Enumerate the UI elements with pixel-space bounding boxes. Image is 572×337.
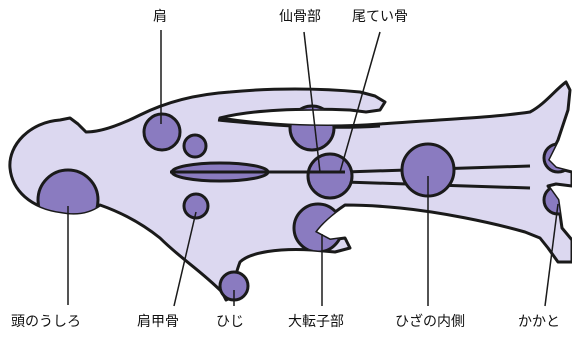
label-inner-knee: ひざの内側 (395, 314, 465, 330)
sacrum-spot (308, 154, 352, 198)
shoulder-spot (144, 114, 180, 150)
label-scapula: 肩甲骨 (137, 314, 179, 330)
label-elbow: ひじ (216, 314, 244, 330)
label-shoulder: 肩 (153, 9, 167, 25)
label-sacrum: 仙骨部 (279, 9, 321, 25)
label-coccyx: 尾てい骨 (352, 9, 408, 25)
upper-arm-spot (290, 106, 334, 150)
greater-trochanter-spot (294, 204, 342, 252)
upper-back-spot (184, 135, 206, 157)
label-back-of-head: 頭のうしろ (11, 314, 81, 330)
label-greater-trochanter: 大転子部 (288, 314, 344, 330)
label-heel: かかと (518, 314, 560, 330)
